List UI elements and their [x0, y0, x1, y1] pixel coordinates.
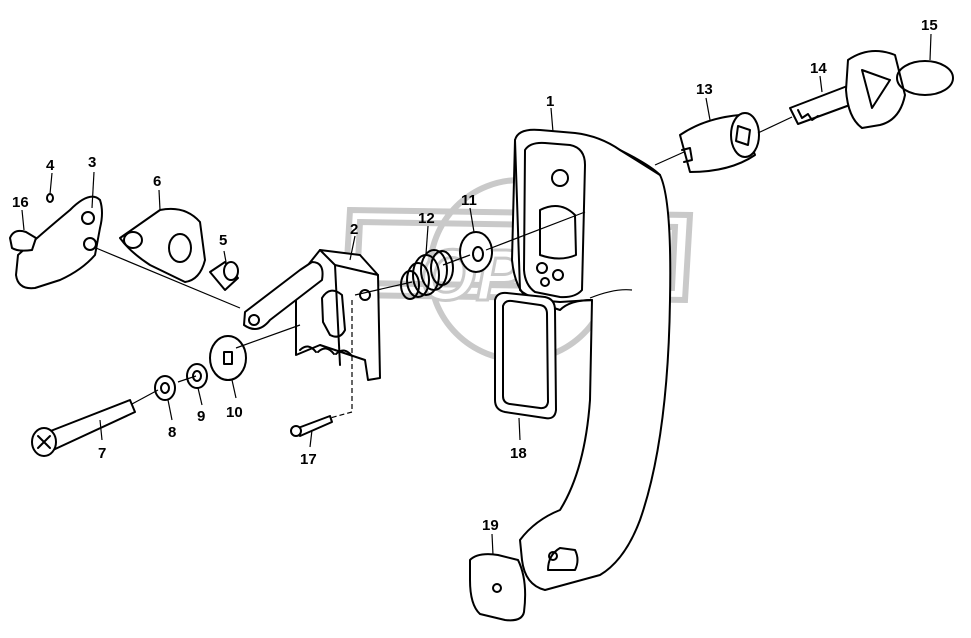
- callout-2: 2: [350, 221, 358, 238]
- part-14-key: [789, 50, 906, 129]
- part-8-washer: [154, 375, 176, 401]
- callout-16: 16: [12, 194, 29, 211]
- callout-9: 9: [197, 408, 205, 425]
- assembly-lines: [95, 116, 793, 405]
- part-19-pad: [469, 553, 527, 622]
- callout-numbers: 1 2 3 4 5 6 7 8 9 10 11 12 13 14 15 16 1…: [12, 17, 938, 534]
- part-3-plate: [15, 195, 103, 290]
- part-5-bushing: [209, 261, 239, 291]
- part-1-handle-body: [511, 128, 672, 591]
- part-15-key-ring: [896, 60, 954, 96]
- callout-11: 11: [461, 192, 477, 209]
- part-9-washer: [186, 363, 208, 389]
- callout-17: 17: [300, 451, 317, 468]
- callout-15: 15: [921, 17, 938, 34]
- callout-7: 7: [98, 445, 106, 462]
- callout-3: 3: [88, 154, 96, 171]
- part-11-washer: [459, 231, 493, 273]
- part-17-screw: [290, 300, 353, 437]
- callout-1: 1: [546, 93, 554, 110]
- callout-8: 8: [168, 424, 176, 441]
- part-6-bracket: [119, 207, 206, 283]
- callout-6: 6: [153, 173, 161, 190]
- callout-leaders: [21, 33, 932, 556]
- part-13-lock-cylinder: [679, 112, 760, 173]
- part-16-clip: [9, 229, 37, 252]
- callout-18: 18: [510, 445, 527, 462]
- part-7-screw: [31, 399, 136, 457]
- part-10-washer: [209, 335, 247, 381]
- callout-4: 4: [46, 157, 55, 174]
- part-12-spring: [400, 249, 454, 300]
- callout-10: 10: [226, 404, 243, 421]
- callout-5: 5: [219, 232, 227, 249]
- part-2-latch: [243, 249, 381, 381]
- callout-19: 19: [482, 517, 499, 534]
- part-18-gasket: [494, 291, 557, 420]
- callout-12: 12: [418, 210, 435, 227]
- callout-13: 13: [696, 81, 713, 98]
- callout-14: 14: [810, 60, 827, 77]
- part-4-pin: [46, 193, 54, 203]
